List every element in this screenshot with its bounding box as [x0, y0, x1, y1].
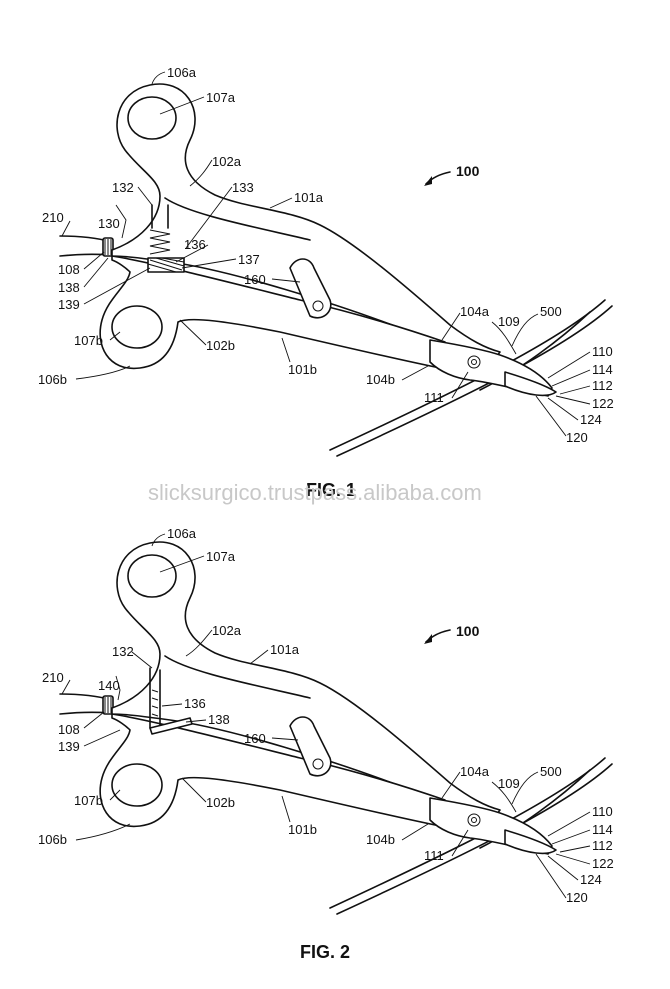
label-136: 136 — [184, 696, 206, 711]
label-106a: 106a — [167, 526, 197, 541]
label-160: 160 — [244, 272, 266, 287]
label-132: 132 — [112, 644, 134, 659]
label-138: 138 — [208, 712, 230, 727]
label-122: 122 — [592, 856, 614, 871]
label-130: 130 — [98, 216, 120, 231]
label-137: 137 — [238, 252, 260, 267]
instrument-drawing-fig1 — [59, 83, 613, 457]
label-101a: 101a — [294, 190, 324, 205]
label-500: 500 — [540, 764, 562, 779]
label-104a: 104a — [460, 764, 490, 779]
figure-2-caption: FIG. 2 — [300, 942, 350, 962]
figure-1-caption: FIG. 1 — [306, 480, 356, 500]
figure-2: 100 106a 107a 102a 101a 132 140 210 136 … — [38, 526, 614, 962]
leader-lines-fig2 — [61, 533, 591, 899]
leader-lines-fig1 — [61, 71, 591, 437]
label-110: 110 — [592, 804, 613, 819]
label-122: 122 — [592, 396, 614, 411]
label-109: 109 — [498, 776, 520, 791]
label-102a: 102a — [212, 623, 242, 638]
label-106b: 106b — [38, 832, 67, 847]
label-112: 112 — [592, 378, 613, 393]
label-112: 112 — [592, 838, 613, 853]
label-107a: 107a — [206, 549, 236, 564]
label-124: 124 — [580, 872, 602, 887]
label-160: 160 — [244, 731, 266, 746]
label-107a: 107a — [206, 90, 236, 105]
label-120: 120 — [566, 890, 588, 905]
watermark-text: slicksurgico.trustpass.alibaba.com — [148, 480, 482, 505]
label-102a: 102a — [212, 154, 242, 169]
figure-1: 100 106a 107a 102a 133 101a 132 130 210 … — [38, 65, 614, 500]
label-210: 210 — [42, 210, 64, 225]
ref-arrowhead-fig2 — [424, 634, 432, 644]
label-102b: 102b — [206, 795, 235, 810]
label-139: 139 — [58, 739, 80, 754]
label-111: 111 — [424, 848, 444, 863]
label-100: 100 — [456, 623, 480, 639]
label-124: 124 — [580, 412, 602, 427]
label-133: 133 — [232, 180, 254, 195]
label-107b: 107b — [74, 793, 103, 808]
label-108: 108 — [58, 262, 80, 277]
label-136: 136 — [184, 237, 206, 252]
label-107b: 107b — [74, 333, 103, 348]
label-104b: 104b — [366, 832, 395, 847]
label-114: 114 — [592, 362, 613, 377]
instrument-drawing-fig2 — [59, 541, 613, 915]
label-101b: 101b — [288, 362, 317, 377]
label-114: 114 — [592, 822, 613, 837]
label-106b: 106b — [38, 372, 67, 387]
label-500: 500 — [540, 304, 562, 319]
label-132: 132 — [112, 180, 134, 195]
needle-mechanism-fig2 — [149, 667, 193, 735]
label-138: 138 — [58, 280, 80, 295]
label-102b: 102b — [206, 338, 235, 353]
spring-mechanism-fig1 — [147, 204, 185, 273]
label-120: 120 — [566, 430, 588, 445]
label-100: 100 — [456, 163, 480, 179]
label-210: 210 — [42, 670, 64, 685]
label-110: 110 — [592, 344, 613, 359]
label-104b: 104b — [366, 372, 395, 387]
label-109: 109 — [498, 314, 520, 329]
ref-arrowhead-fig1 — [424, 176, 432, 186]
label-106a: 106a — [167, 65, 197, 80]
label-139: 139 — [58, 297, 80, 312]
label-108: 108 — [58, 722, 80, 737]
label-101b: 101b — [288, 822, 317, 837]
label-104a: 104a — [460, 304, 490, 319]
label-111: 111 — [424, 390, 444, 405]
label-101a: 101a — [270, 642, 300, 657]
label-140: 140 — [98, 678, 120, 693]
